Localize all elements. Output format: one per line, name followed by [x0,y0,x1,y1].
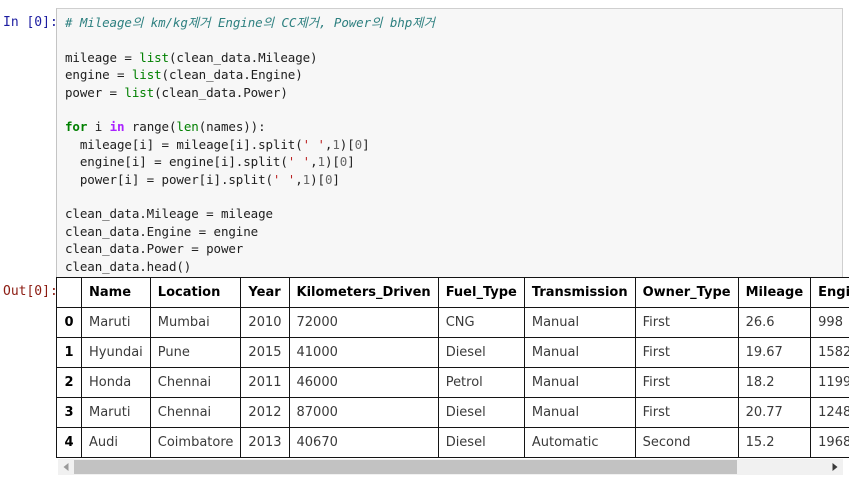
output-prompt-label: Out[0]: [3,284,58,299]
code-line-power-split: power[i] = power[i].split(' ',1)[0] [65,171,340,187]
row-index: 0 [56,307,82,338]
cell-name: Honda [81,367,151,398]
scroll-right-arrow-icon[interactable] [827,459,843,475]
table-head: Name Location Year Kilometers_Driven Fue… [56,277,849,308]
cell-kilometers-driven: 40670 [288,427,439,458]
cell-owner-type: Second [634,427,739,458]
cell-year: 2011 [240,367,290,398]
code-content[interactable]: # Mileage의 km/kg제거 Engine의 CC제거, Power의 … [65,14,834,275]
column-header-kilometers-driven: Kilometers_Driven [288,277,439,308]
row-index: 2 [56,367,82,398]
cell-mileage: 26.6 [737,307,812,338]
row-index: 4 [56,427,82,458]
table-header-row: Name Location Year Kilometers_Driven Fue… [56,277,849,308]
dataframe-table: Name Location Year Kilometers_Driven Fue… [56,277,849,458]
cell-engine: 1968 [810,427,849,458]
cell-transmission: Manual [523,397,636,428]
table-index-corner [56,277,82,308]
cell-name: Audi [81,427,151,458]
scrollbar-track[interactable] [74,460,827,474]
cell-transmission: Automatic [523,427,636,458]
cell-fuel-type: Diesel [437,397,525,428]
cell-engine: 1582 [810,337,849,368]
dataframe-output: Name Location Year Kilometers_Driven Fue… [56,277,849,458]
column-header-name: Name [81,277,151,308]
column-header-location: Location [149,277,242,308]
column-header-mileage: Mileage [737,277,812,308]
cell-engine: 998 [810,307,849,338]
cell-mileage: 20.77 [737,397,812,428]
cell-location: Pune [149,337,242,368]
code-line-engine: engine = list(clean_data.Engine) [65,67,303,83]
cell-location: Mumbai [149,307,242,338]
code-line-power: power = list(clean_data.Power) [65,84,288,100]
code-line-mileage: mileage = list(clean_data.Mileage) [65,49,318,65]
cell-kilometers-driven: 87000 [288,397,439,428]
cell-engine: 1199 [810,367,849,398]
scrollbar-thumb[interactable] [74,460,737,474]
table-row: 2 Honda Chennai 2011 46000 Petrol Manual… [56,367,849,398]
cell-year: 2012 [240,397,290,428]
column-header-fuel-type: Fuel_Type [437,277,525,308]
cell-fuel-type: Diesel [437,337,525,368]
column-header-engine: Engine [810,277,849,308]
cell-name: Hyundai [81,337,151,368]
cell-kilometers-driven: 41000 [288,337,439,368]
cell-transmission: Manual [523,337,636,368]
row-index: 1 [56,337,82,368]
input-cell: In [0]: # Mileage의 km/kg제거 Engine의 CC제거,… [0,8,849,283]
cell-mileage: 18.2 [737,367,812,398]
table-row: 3 Maruti Chennai 2012 87000 Diesel Manua… [56,397,849,428]
table-body: 0 Maruti Mumbai 2010 72000 CNG Manual Fi… [56,307,849,458]
cell-owner-type: First [634,307,739,338]
cell-engine: 1248 [810,397,849,428]
cell-transmission: Manual [523,307,636,338]
code-line-head: clean_data.head() [65,258,192,274]
cell-kilometers-driven: 72000 [288,307,439,338]
cell-owner-type: First [634,397,739,428]
cell-year: 2010 [240,307,290,338]
cell-fuel-type: Petrol [437,367,525,398]
cell-name: Maruti [81,397,151,428]
cell-mileage: 15.2 [737,427,812,458]
output-cell: Out[0]: Name Location Year Kilometers_Dr… [0,277,849,458]
code-line-mileage-split: mileage[i] = mileage[i].split(' ',1)[0] [65,136,370,152]
table-row: 4 Audi Coimbatore 2013 40670 Diesel Auto… [56,427,849,458]
column-header-owner-type: Owner_Type [634,277,739,308]
cell-owner-type: First [634,367,739,398]
scroll-left-arrow-icon[interactable] [58,459,74,475]
cell-transmission: Manual [523,367,636,398]
row-index: 3 [56,397,82,428]
cell-kilometers-driven: 46000 [288,367,439,398]
code-line-for: for i in range(len(names)): [65,119,266,135]
code-editor[interactable]: # Mileage의 km/kg제거 Engine의 CC제거, Power의 … [56,8,843,283]
column-header-transmission: Transmission [523,277,636,308]
cell-mileage: 19.67 [737,337,812,368]
cell-location: Chennai [149,367,242,398]
table-row: 0 Maruti Mumbai 2010 72000 CNG Manual Fi… [56,307,849,338]
code-line-assign-power: clean_data.Power = power [65,241,244,257]
output-horizontal-scrollbar[interactable] [58,459,843,475]
code-line-assign-mileage: clean_data.Mileage = mileage [65,206,273,222]
code-line-comment: # Mileage의 km/kg제거 Engine의 CC제거, Power의 … [65,15,435,30]
cell-fuel-type: CNG [437,307,525,338]
cell-location: Coimbatore [149,427,242,458]
cell-year: 2015 [240,337,290,368]
cell-year: 2013 [240,427,290,458]
code-line-engine-split: engine[i] = engine[i].split(' ',1)[0] [65,154,355,170]
cell-owner-type: First [634,337,739,368]
cell-name: Maruti [81,307,151,338]
table-row: 1 Hyundai Pune 2015 41000 Diesel Manual … [56,337,849,368]
input-prompt-label: In [0]: [3,15,58,30]
column-header-year: Year [240,277,290,308]
code-line-assign-engine: clean_data.Engine = engine [65,223,259,239]
cell-fuel-type: Diesel [437,427,525,458]
cell-location: Chennai [149,397,242,428]
